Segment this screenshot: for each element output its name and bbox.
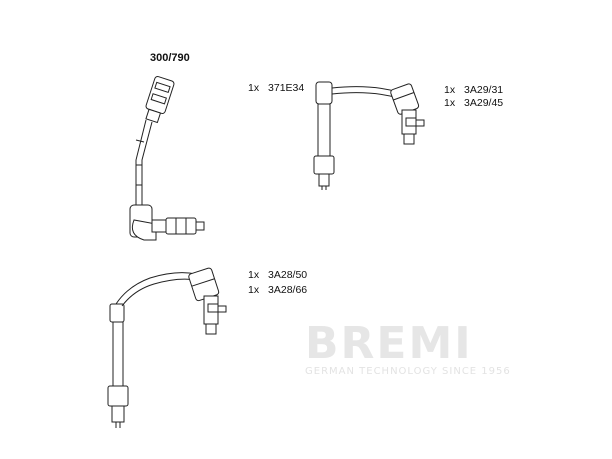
- part-code: 371E34: [268, 82, 305, 94]
- part-code: 3A29/31: [464, 84, 504, 96]
- part-qty: 1x: [248, 269, 260, 281]
- ignition-lead-lower: [107, 267, 227, 428]
- part-label-3A28-50: 1x 3A28/50: [248, 269, 307, 281]
- part-code: 3A28/50: [268, 269, 308, 281]
- set-number: 300/790: [150, 52, 190, 64]
- part-label-371E34: 1x 371E34: [248, 82, 304, 94]
- brand-watermark: BREMI: [305, 318, 473, 369]
- part-code: 3A28/66: [268, 284, 308, 296]
- part-label-3A28-66: 1x 3A28/66: [248, 284, 307, 296]
- brand-tagline: GERMAN TECHNOLOGY SINCE 1956: [305, 366, 511, 377]
- part-qty: 1x: [444, 97, 456, 109]
- part-code: 3A29/45: [464, 97, 504, 109]
- part-qty: 1x: [248, 82, 260, 94]
- ignition-lead-upper-middle: [313, 81, 425, 190]
- ignition-lead-long: [129, 76, 205, 241]
- part-qty: 1x: [248, 284, 260, 296]
- part-qty: 1x: [444, 84, 456, 96]
- part-label-3A29-31: 1x 3A29/31: [444, 84, 503, 96]
- part-label-3A29-45: 1x 3A29/45: [444, 97, 503, 109]
